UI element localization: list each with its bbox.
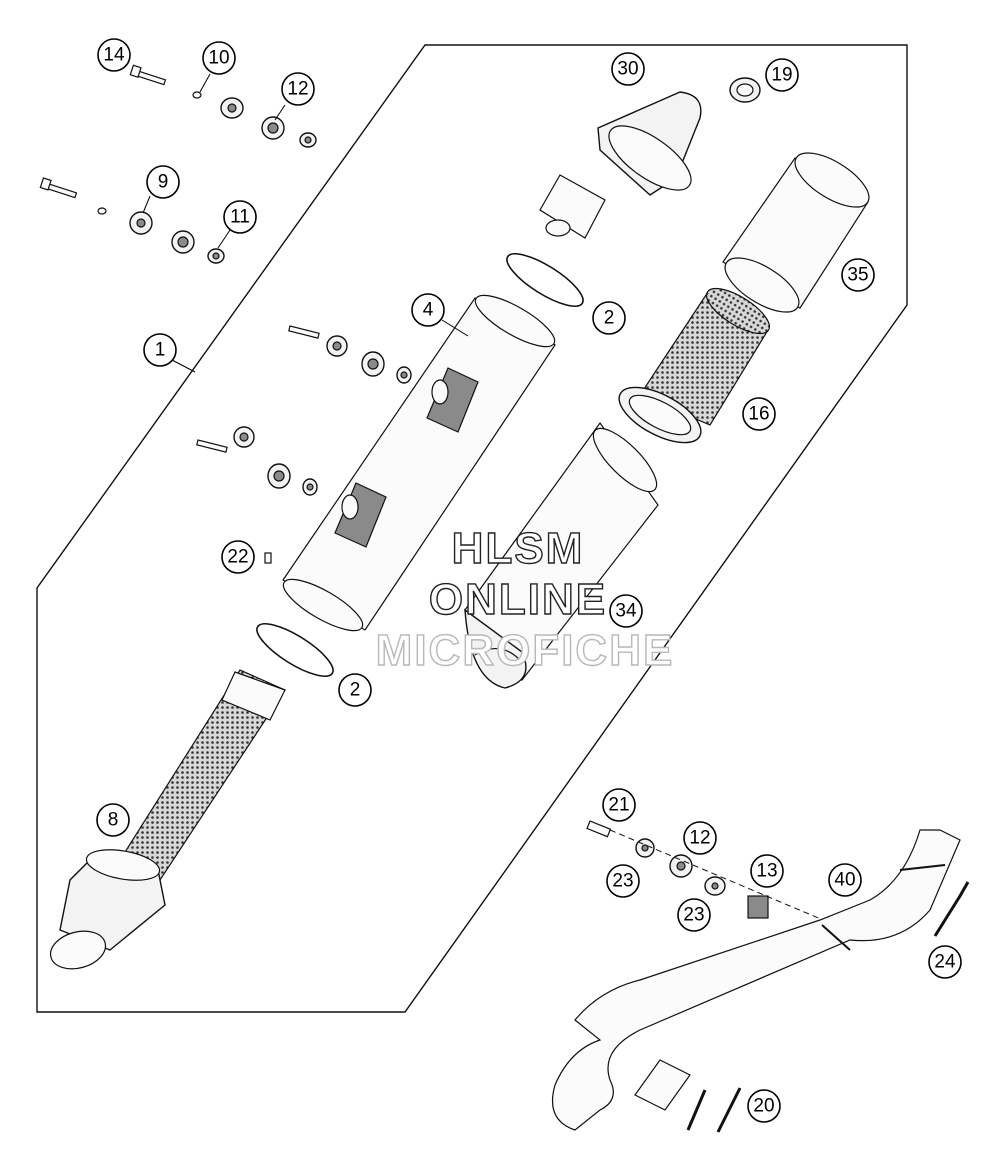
sleeve-35: [722, 152, 870, 313]
leader-10: [199, 73, 211, 93]
callout-12-lower: 12: [683, 821, 717, 855]
callout-21: 21: [602, 788, 636, 822]
spring-24: [933, 881, 970, 937]
leader-1: [171, 359, 196, 373]
svg-text:1: 1: [155, 340, 166, 361]
callout-40: 40: [828, 863, 862, 897]
svg-text:11: 11: [230, 207, 250, 228]
leader-9: [142, 195, 151, 214]
callout-16: 16: [742, 397, 776, 431]
watermark-line1: HLSM: [452, 524, 585, 573]
gasket-2-lower: [256, 623, 334, 677]
perforated-insert-16: [618, 287, 771, 444]
svg-text:35: 35: [847, 265, 868, 286]
callout-23: 23: [606, 864, 640, 898]
muffler-body-4: [282, 294, 556, 632]
svg-text:20: 20: [753, 1096, 774, 1117]
callout-20: 20: [747, 1089, 781, 1123]
callout-2-lower: 2: [338, 673, 372, 707]
svg-text:8: 8: [108, 810, 119, 831]
header-pipe-40: [551, 829, 961, 1131]
callout-22: 22: [221, 540, 255, 574]
callout-1: 1: [143, 333, 177, 367]
svg-text:24: 24: [934, 952, 956, 973]
bolt-14: [129, 64, 167, 86]
svg-text:34: 34: [615, 601, 637, 622]
svg-text:23: 23: [612, 871, 633, 892]
svg-text:40: 40: [834, 870, 855, 891]
svg-text:2: 2: [350, 680, 361, 701]
svg-text:4: 4: [423, 300, 434, 321]
svg-text:12: 12: [287, 79, 308, 100]
callout-14: 14: [97, 38, 131, 72]
svg-text:2: 2: [604, 308, 615, 329]
grommet-11: [129, 211, 225, 264]
bolt-9: [39, 177, 78, 199]
callout-23-lower: 23: [677, 898, 711, 932]
callout-12: 12: [281, 72, 315, 106]
body-mount-hardware-upper: [288, 325, 412, 384]
svg-text:14: 14: [103, 45, 125, 66]
leader-4: [441, 319, 469, 337]
gasket-2-upper: [506, 253, 584, 307]
callout-34: 34: [609, 594, 643, 628]
callout-4: 4: [411, 293, 445, 327]
watermark-line2: ONLINE: [429, 575, 607, 624]
body-mount-hardware-lower: [196, 426, 318, 496]
svg-text:21: 21: [608, 795, 629, 816]
svg-text:30: 30: [617, 59, 638, 80]
grommet-19: [729, 77, 761, 103]
grommet-12a: [220, 97, 317, 148]
svg-text:23: 23: [683, 905, 704, 926]
svg-text:19: 19: [771, 65, 792, 86]
callout-8: 8: [96, 803, 130, 837]
leader-12a: [274, 104, 286, 121]
svg-text:12: 12: [689, 828, 710, 849]
leader-11: [217, 229, 231, 249]
svg-text:10: 10: [208, 48, 229, 69]
svg-text:9: 9: [158, 172, 169, 193]
inlet-tube-8: [49, 669, 286, 970]
watermark-line3: MICROFICHE: [376, 626, 675, 675]
callout-35: 35: [841, 258, 875, 292]
callout-19: 19: [765, 58, 799, 92]
callout-11: 11: [223, 200, 257, 234]
header-hardware: [586, 820, 836, 926]
outer-shell-34: [464, 421, 659, 689]
washer-9: [97, 207, 107, 215]
svg-text:22: 22: [227, 547, 248, 568]
svg-text:13: 13: [756, 861, 777, 882]
washer-10: [192, 91, 202, 99]
callout-9: 9: [146, 165, 180, 199]
end-cap-30: [539, 91, 702, 239]
screw-22: [264, 552, 272, 564]
callout-13: 13: [750, 854, 784, 888]
springs-20: [686, 1087, 742, 1133]
callout-24: 24: [928, 945, 962, 979]
svg-text:16: 16: [748, 404, 769, 425]
assembly-boundary: [36, 44, 908, 1013]
callout-30: 30: [611, 52, 645, 86]
callout-2: 2: [592, 301, 626, 335]
callout-10: 10: [202, 41, 236, 75]
